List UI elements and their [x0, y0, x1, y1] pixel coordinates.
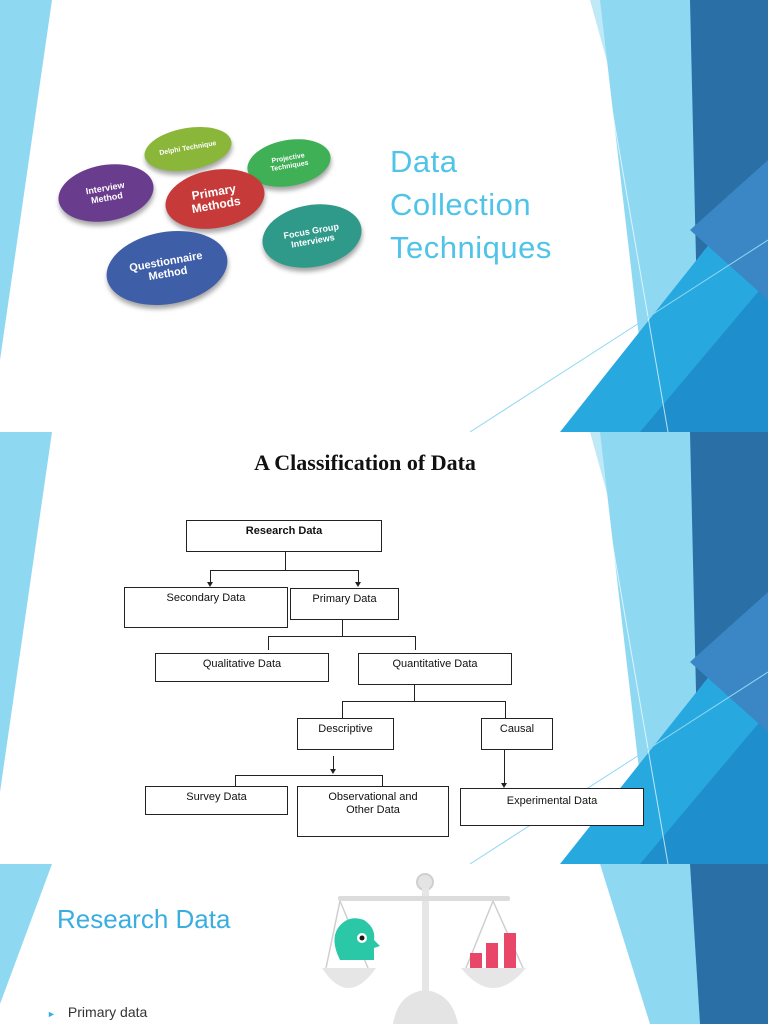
title-line-2: Collection — [390, 187, 532, 222]
bullet-primary-data: ► Primary data — [47, 1004, 147, 1020]
arrow — [501, 783, 507, 788]
connector — [382, 775, 383, 787]
research-data-title: Research Data — [57, 904, 231, 934]
slide-classification: A Classification of Data Research Data S… — [0, 432, 768, 864]
box-experimental-data: Experimental Data — [460, 788, 644, 826]
connector — [268, 636, 269, 650]
bullet-text: Primary data — [67, 1004, 148, 1020]
connector — [285, 552, 286, 570]
slide-decoration — [0, 0, 768, 432]
connector — [358, 570, 359, 582]
slide-title-text: Data Collection Techniques — [390, 140, 552, 269]
connector — [342, 701, 506, 702]
slide-decoration — [0, 864, 768, 1024]
box-descriptive: Descriptive — [297, 718, 394, 750]
box-observational-data: Observational and Other Data — [297, 786, 449, 837]
interview-label: Interview Method — [85, 179, 126, 206]
classification-title: A Classification of Data — [254, 450, 476, 475]
connector — [505, 701, 506, 718]
box-survey-data: Survey Data — [145, 786, 288, 815]
connector — [210, 570, 211, 582]
connector — [504, 750, 505, 784]
projective-label: Projective Techniques — [270, 152, 310, 174]
box-qualitative-data: Qualitative Data — [155, 653, 329, 682]
arrow — [330, 769, 336, 774]
connector — [333, 756, 334, 770]
slide-research-data: Research Data ► Primary data — [0, 864, 768, 1024]
delphi-label: Delphi Technique — [158, 140, 217, 157]
focus-label: Focus Group Interviews — [282, 221, 340, 250]
balance-scale-illustration — [322, 873, 526, 1024]
box-secondary-data: Secondary Data — [124, 587, 288, 628]
title-line-1: Data — [390, 144, 458, 179]
arrow — [207, 582, 213, 587]
connector — [342, 620, 343, 636]
connector — [415, 636, 416, 650]
connector — [235, 775, 236, 787]
bullet-arrow-icon: ► — [47, 1009, 56, 1019]
connector — [210, 570, 359, 571]
connector — [268, 636, 416, 637]
box-causal: Causal — [481, 718, 553, 750]
center-label: Primary Methods — [190, 181, 242, 217]
box-research-data: Research Data — [186, 520, 382, 552]
arrow — [355, 582, 361, 587]
title-line-3: Techniques — [390, 230, 552, 265]
connector — [342, 701, 343, 718]
box-primary-data: Primary Data — [290, 588, 399, 620]
slide-title: Delphi Technique Projective Techniques I… — [0, 0, 768, 432]
questionnaire-label: Questionnaire Method — [128, 249, 204, 284]
box-quantitative-data: Quantitative Data — [358, 653, 512, 685]
connector — [414, 685, 415, 701]
connector — [235, 775, 383, 776]
